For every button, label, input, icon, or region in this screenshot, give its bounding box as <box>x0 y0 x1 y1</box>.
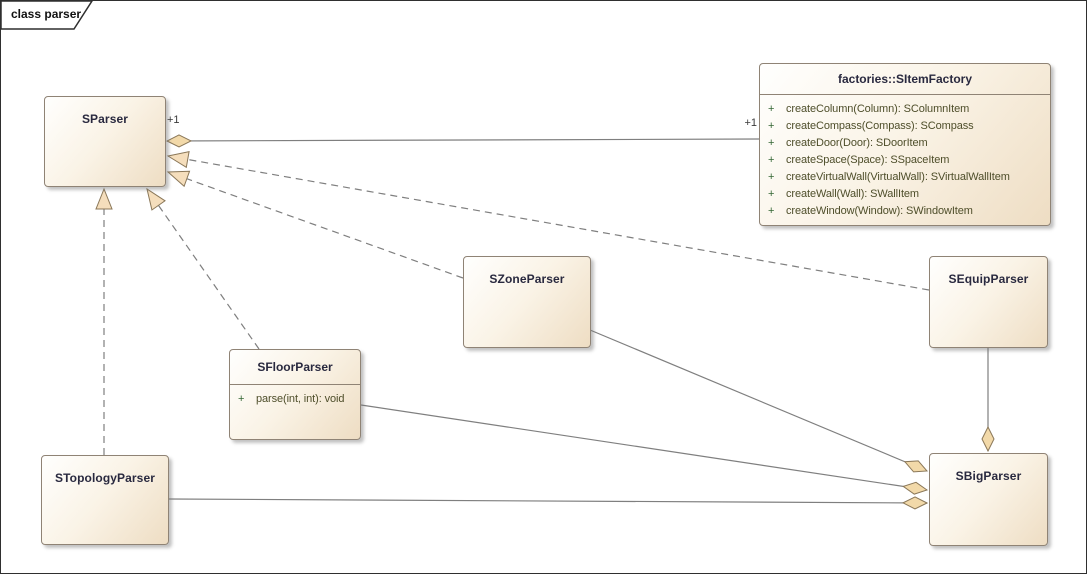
visibility-symbol: + <box>768 188 775 200</box>
class-box-stopologyparser[interactable]: STopologyParser <box>41 455 169 545</box>
multiplicity-label-factory-end: +1 <box>744 117 757 129</box>
method-signature: createColumn(Column): SColumnItem <box>786 103 970 115</box>
class-box-sparser[interactable]: SParser <box>44 96 166 187</box>
class-box-sfloorparser[interactable]: SFloorParser + parse(int, int): void <box>229 349 361 440</box>
multiplicity-label-sparser-end: +1 <box>167 114 180 126</box>
visibility-symbol: + <box>768 171 775 183</box>
realization-connector-szoneparser-to-sparser[interactable] <box>166 170 464 279</box>
visibility-symbol: + <box>768 103 775 115</box>
method-row[interactable]: + createDoor(Door): SDoorItem <box>766 135 1046 152</box>
aggregation-connector-sbigparser-sfloorparser[interactable] <box>360 404 927 490</box>
method-row[interactable]: + createColumn(Column): SColumnItem <box>766 101 1046 118</box>
class-name: SBigParser <box>955 469 1022 483</box>
visibility-symbol: + <box>768 137 775 149</box>
method-signature: createCompass(Compass): SCompass <box>786 120 974 132</box>
visibility-symbol: + <box>768 205 775 217</box>
class-name: SEquipParser <box>948 272 1029 286</box>
method-row[interactable]: + createWindow(Window): SWindowItem <box>766 203 1046 220</box>
aggregation-connector-sparser-sitemfactory[interactable] <box>167 139 760 141</box>
frame-tab: class parser <box>1 1 97 31</box>
class-name: factories::SItemFactory <box>760 64 1050 95</box>
method-signature: parse(int, int): void <box>256 393 345 405</box>
method-list: + parse(int, int): void <box>230 385 360 412</box>
method-row[interactable]: + parse(int, int): void <box>236 391 356 408</box>
method-signature: createWall(Wall): SWallItem <box>786 188 919 200</box>
class-box-sbigparser[interactable]: SBigParser <box>929 453 1048 546</box>
method-signature: createSpace(Space): SSpaceItem <box>786 154 950 166</box>
method-row[interactable]: + createWall(Wall): SWallItem <box>766 186 1046 203</box>
class-box-sequipparser[interactable]: SEquipParser <box>929 256 1048 348</box>
class-box-sitemfactory[interactable]: factories::SItemFactory + createColumn(C… <box>759 63 1051 226</box>
class-name: SParser <box>81 112 129 126</box>
class-name: SFloorParser <box>230 350 360 385</box>
aggregation-connector-sbigparser-szoneparser[interactable] <box>589 329 927 471</box>
visibility-symbol: + <box>768 154 775 166</box>
realization-connector-sequipparser-to-sparser[interactable] <box>166 150 930 291</box>
frame-tab-shape <box>1 1 93 30</box>
method-signature: createWindow(Window): SWindowItem <box>786 205 973 217</box>
method-row[interactable]: + createVirtualWall(VirtualWall): SVirtu… <box>766 169 1046 186</box>
method-row[interactable]: + createSpace(Space): SSpaceItem <box>766 152 1046 169</box>
class-box-szoneparser[interactable]: SZoneParser <box>463 256 591 348</box>
class-name: STopologyParser <box>55 471 155 485</box>
diagram-title: class parser <box>11 7 82 21</box>
method-signature: createVirtualWall(VirtualWall): SVirtual… <box>786 171 1010 183</box>
visibility-symbol: + <box>238 393 245 405</box>
class-name: SZoneParser <box>489 272 565 286</box>
method-list: + createColumn(Column): SColumnItem + cr… <box>760 95 1050 224</box>
aggregation-connector-sbigparser-stopologyparser[interactable] <box>168 499 927 503</box>
realization-connector-sfloorparser-to-sparser[interactable] <box>146 187 260 350</box>
method-row[interactable]: + createCompass(Compass): SCompass <box>766 118 1046 135</box>
method-signature: createDoor(Door): SDoorItem <box>786 137 928 149</box>
visibility-symbol: + <box>768 120 775 132</box>
